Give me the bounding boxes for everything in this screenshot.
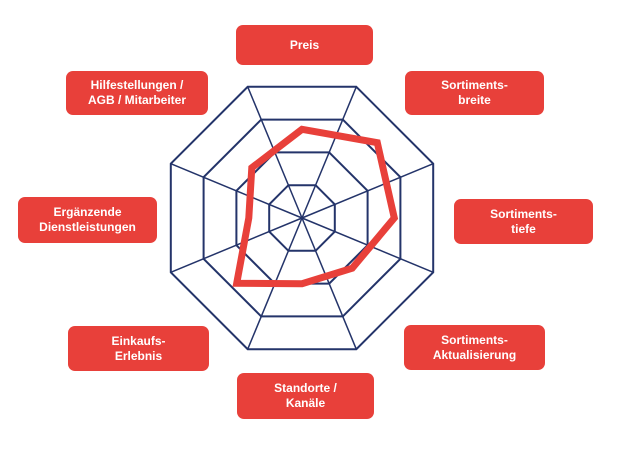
axis-label-standorte-kanaele: Standorte / Kanäle xyxy=(237,373,374,419)
axis-label-einkaufserlebnis: Einkaufs- Erlebnis xyxy=(68,326,209,371)
axis-label-ergaenzende-dienstleistungen: Ergänzende Dienstleistungen xyxy=(18,197,157,243)
axis-label-preis: Preis xyxy=(236,25,373,65)
grid-spoke-6 xyxy=(170,163,303,219)
axis-label-hilfestellungen: Hilfestellungen / AGB / Mitarbeiter xyxy=(66,71,208,115)
grid-spoke-1 xyxy=(301,163,434,219)
radar-grid xyxy=(169,85,435,351)
grid-spoke-5 xyxy=(170,217,303,273)
axis-label-sortimentsbreite: Sortiments- breite xyxy=(405,71,544,115)
axis-label-sortimentsaktualisierung: Sortiments- Aktualisierung xyxy=(404,325,545,370)
grid-spoke-3 xyxy=(301,217,357,350)
radar-series-layer xyxy=(232,125,399,288)
axis-label-sortimentstiefe: Sortiments- tiefe xyxy=(454,199,593,244)
grid-spoke-0 xyxy=(301,86,357,219)
